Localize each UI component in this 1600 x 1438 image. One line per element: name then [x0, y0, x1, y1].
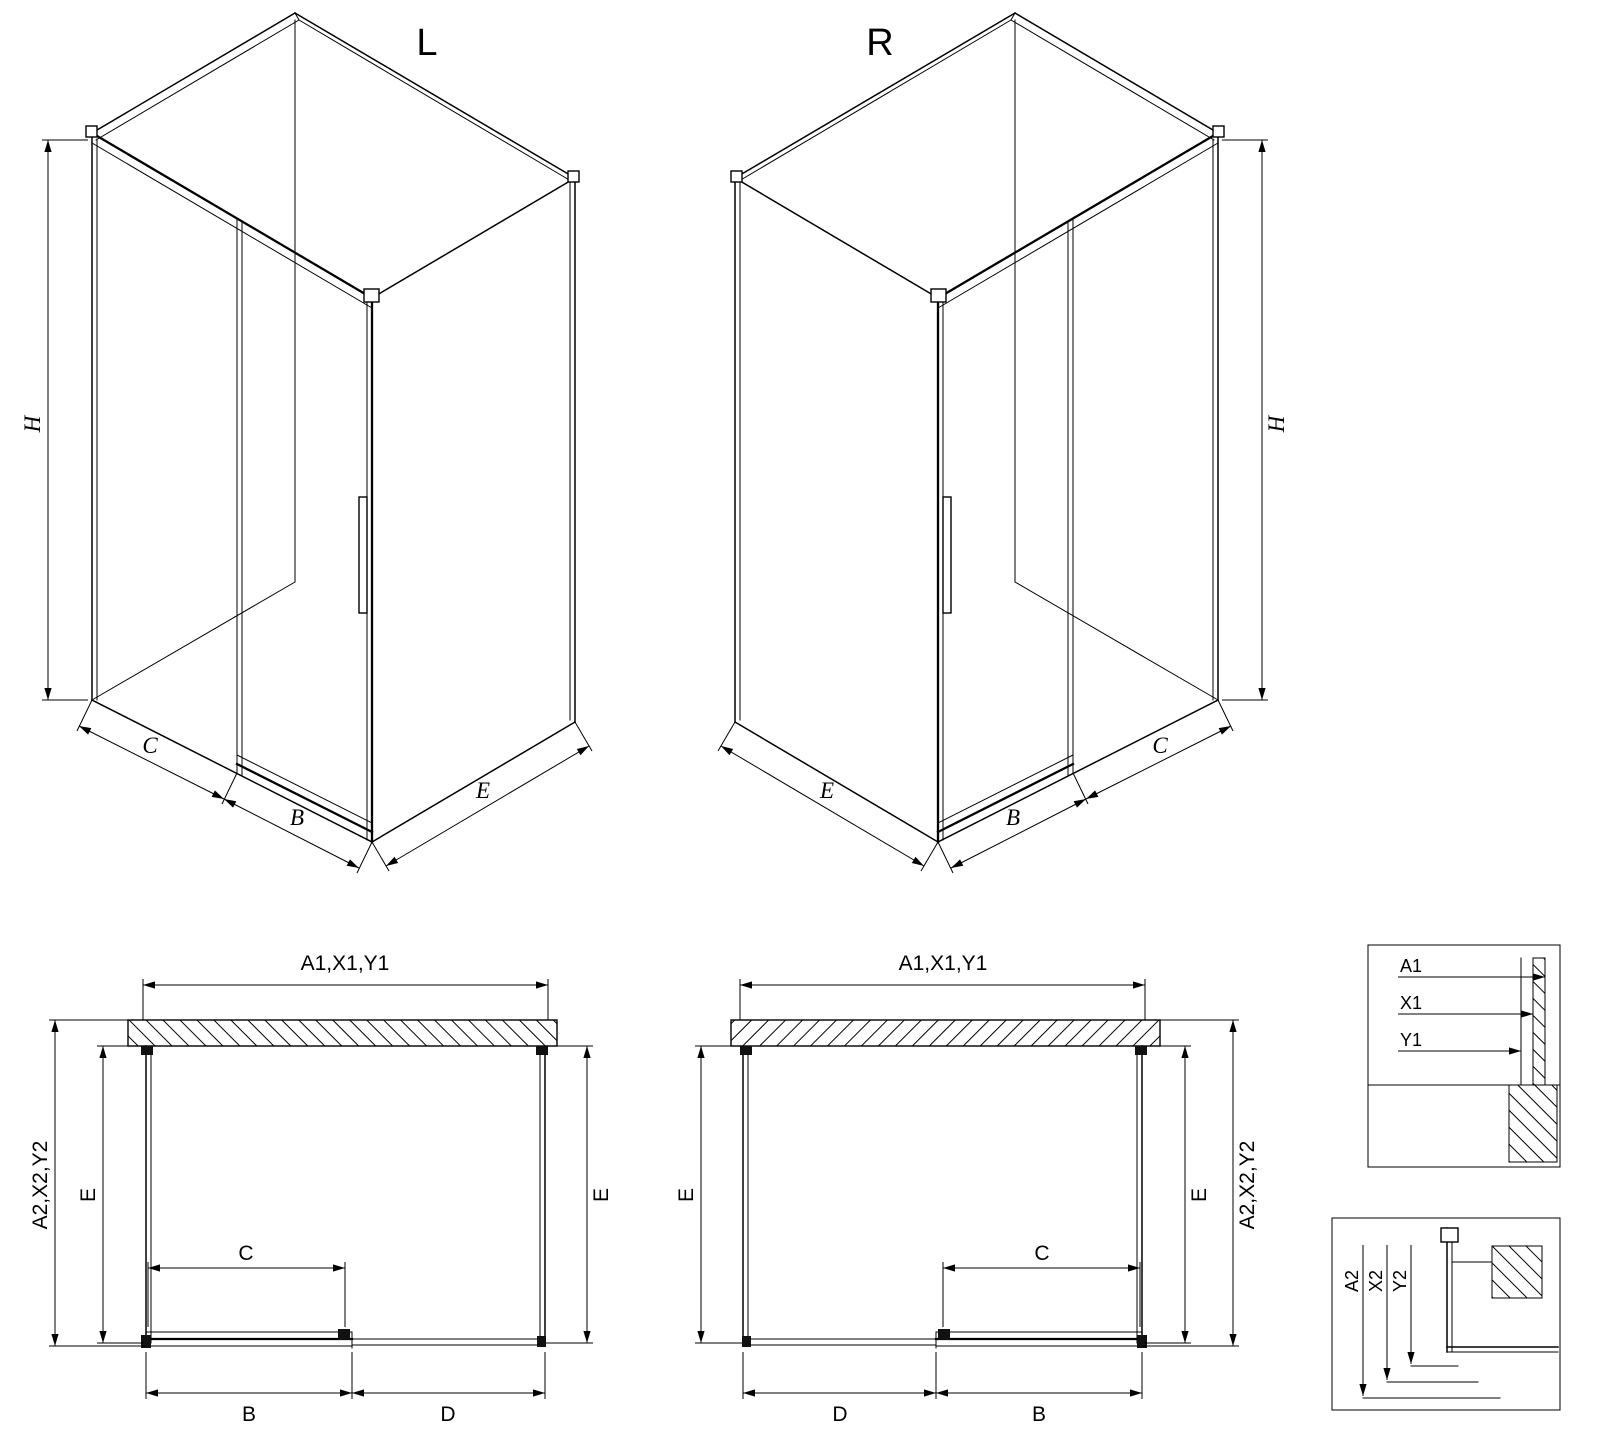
plan-right-b-label: B [1032, 1403, 1046, 1426]
variant-label-right: R [866, 22, 893, 64]
detail-wall-a1-label: A1 [1400, 956, 1422, 976]
detail-floor-x2-label: X2 [1366, 1270, 1386, 1292]
plan-left-e-left-label: E [77, 1188, 100, 1202]
plan-left-width-label: A1,X1,Y1 [301, 952, 390, 975]
dim-label-c-left: C [142, 733, 158, 758]
plan-view-right: A1,X1,Y1 A2,X2,Y2 E E C D B [675, 952, 1259, 1426]
detail-floor-a2-label: A2 [1342, 1270, 1362, 1292]
plan-right-c-label: C [1034, 1242, 1049, 1265]
detail-floor-section: A2 X2 Y2 [1331, 1217, 1561, 1411]
detail-floor-y2-label: Y2 [1390, 1270, 1410, 1292]
detail-wall-x1-label: X1 [1400, 993, 1422, 1013]
plan-right-e-left-label: E [675, 1188, 698, 1202]
plan-right-width-label: A1,X1,Y1 [899, 952, 988, 975]
plan-left-depth-label: A2,X2,Y2 [29, 1141, 52, 1230]
plan-right-d-label: D [832, 1403, 847, 1426]
dim-label-e-right: E [819, 778, 834, 803]
dim-label-b-left: B [290, 805, 304, 830]
dim-label-h-right: H [1264, 414, 1289, 433]
plan-left-b-label: B [242, 1403, 256, 1426]
plan-right-depth-label: A2,X2,Y2 [1236, 1141, 1259, 1230]
dim-label-b-right: B [1006, 805, 1020, 830]
iso-view-left: L H C B E [20, 13, 592, 873]
plan-left-e-right-label: E [590, 1188, 613, 1202]
dim-label-c-right: C [1152, 733, 1168, 758]
variant-label-left: L [416, 22, 437, 64]
plan-right-e-right-label: E [1188, 1188, 1211, 1202]
detail-wall-section: A1 X1 Y1 [1367, 944, 1561, 1168]
iso-view-right: R H C B E [718, 13, 1289, 873]
detail-wall-y1-label: Y1 [1400, 1030, 1422, 1050]
plan-left-c-label: C [238, 1242, 253, 1265]
plan-view-left: A1,X1,Y1 A2,X2,Y2 E E C B D [29, 952, 613, 1426]
plan-left-d-label: D [440, 1403, 455, 1426]
dim-label-h-left: H [20, 414, 45, 433]
dim-label-e-left: E [475, 778, 490, 803]
